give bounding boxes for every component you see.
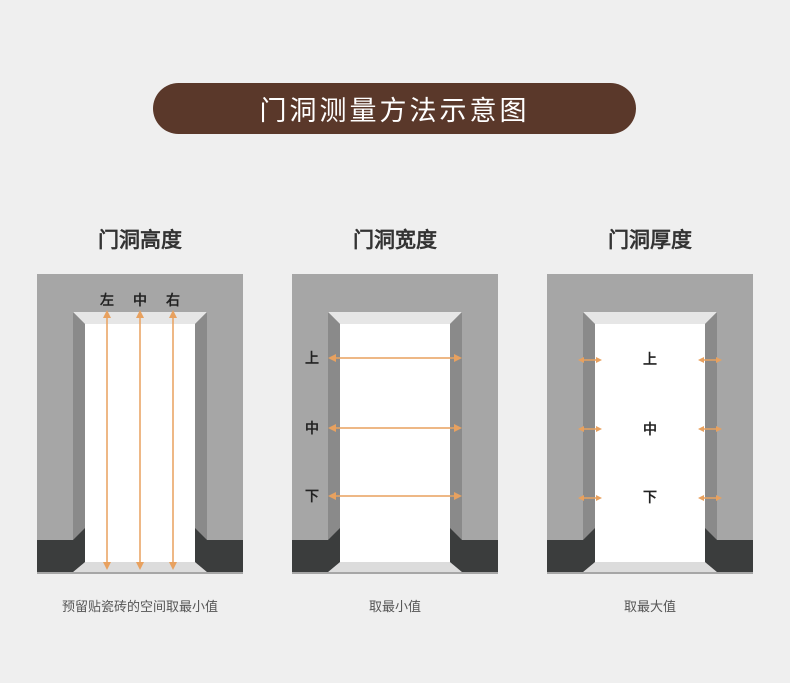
panel-title-thickness: 门洞厚度	[608, 228, 692, 252]
jamb-left	[328, 312, 340, 572]
panel-title-height: 门洞高度	[98, 228, 182, 252]
caption-height: 预留贴瓷砖的空间取最小值	[61, 600, 218, 615]
caption-width: 取最小值	[368, 600, 421, 615]
threshold	[583, 562, 717, 572]
jamb-left	[583, 312, 595, 572]
panel-title-width: 门洞宽度	[353, 228, 437, 252]
label-top: 上	[305, 351, 319, 367]
baseboard-left	[547, 528, 595, 572]
baseboard-left	[292, 528, 340, 572]
jamb-right	[705, 312, 717, 572]
baseboard-right	[195, 528, 243, 572]
label-middle: 中	[133, 292, 147, 309]
baseboard-right	[705, 528, 753, 572]
door-thickness-diagram: 上 中 下	[547, 274, 753, 574]
label-middle: 中	[305, 420, 319, 437]
banner-title: 门洞测量方法示意图	[259, 96, 530, 127]
door-height-diagram: 左 中 右	[37, 274, 243, 574]
jamb-right	[450, 312, 462, 572]
door-opening	[340, 324, 450, 562]
caption-thickness: 取最大值	[623, 600, 676, 615]
label-bottom: 下	[643, 490, 657, 506]
reveal-top	[583, 312, 717, 324]
baseboard-right	[450, 528, 498, 572]
label-top: 上	[643, 352, 657, 368]
label-left: 左	[99, 292, 114, 309]
jamb-right	[195, 312, 207, 572]
label-middle: 中	[643, 421, 657, 438]
threshold	[328, 562, 462, 572]
label-bottom: 下	[305, 489, 319, 505]
baseboard-left	[37, 528, 85, 572]
title-banner: 门洞测量方法示意图	[153, 83, 636, 134]
door-width-diagram: 上 中 下	[292, 274, 498, 574]
label-right: 右	[165, 292, 180, 309]
reveal-top	[328, 312, 462, 324]
jamb-left	[73, 312, 85, 572]
door-opening	[595, 324, 705, 562]
